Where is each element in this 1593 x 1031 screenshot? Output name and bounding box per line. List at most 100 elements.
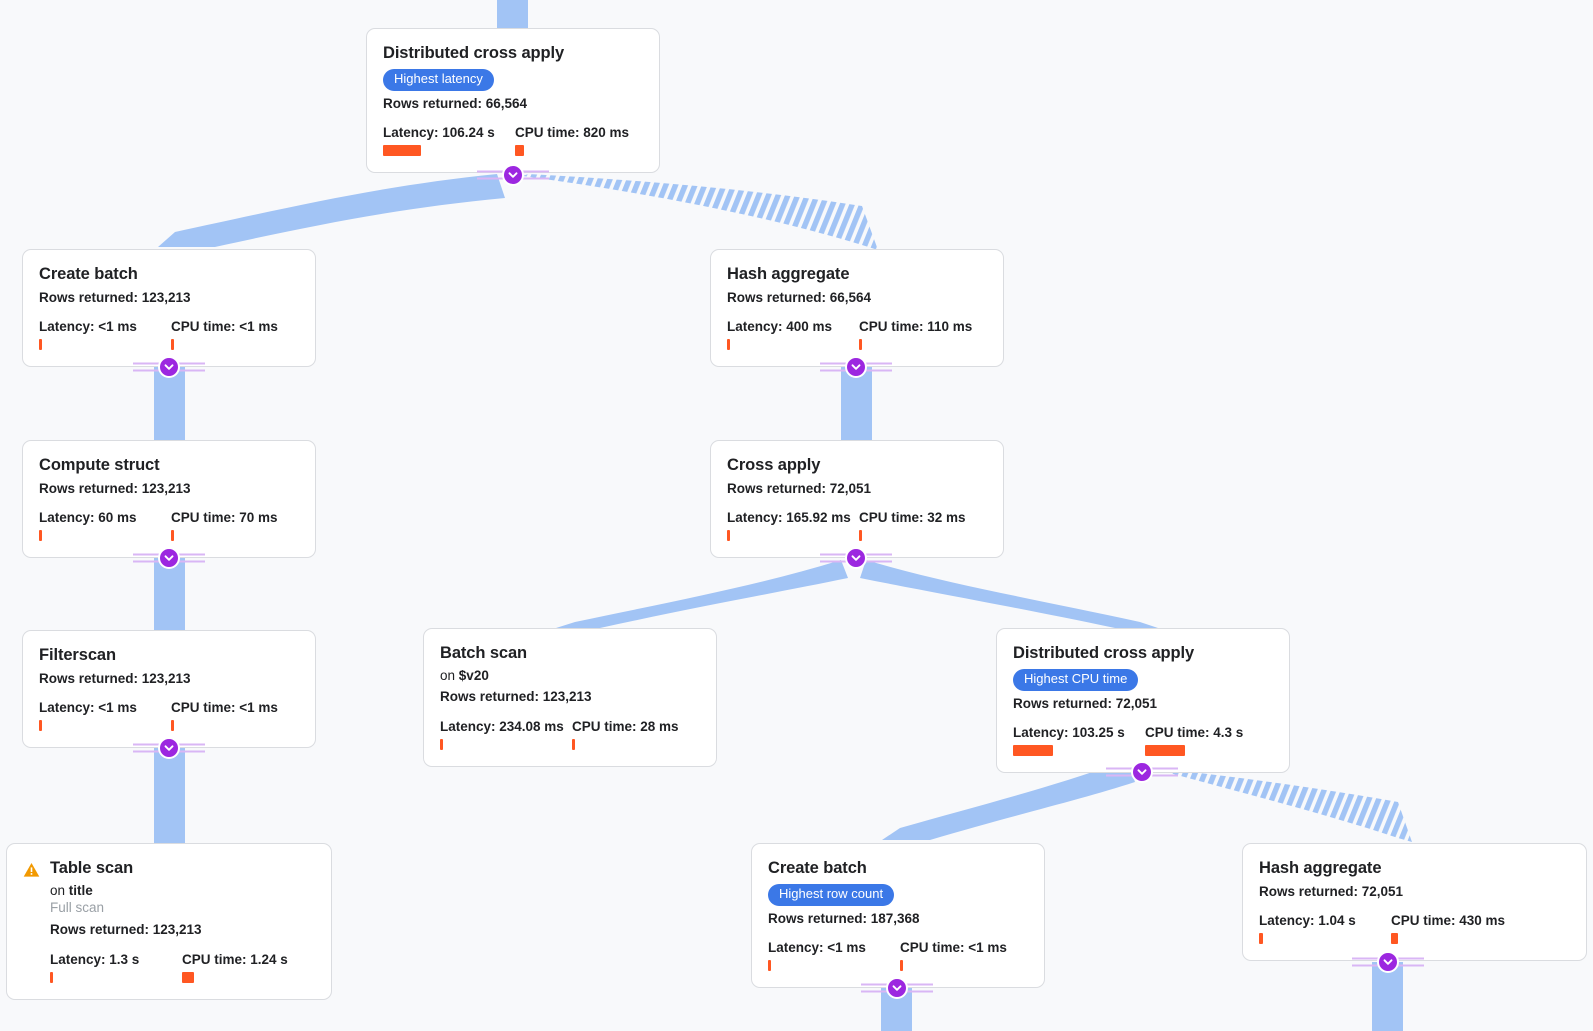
node-title: Compute struct (39, 456, 160, 474)
on-prefix: on (440, 667, 456, 683)
chevron-down-icon[interactable] (502, 164, 524, 186)
latency-bar (727, 530, 730, 542)
plan-node-hash-aggregate-top[interactable]: Hash aggregate Rows returned: 66,564 Lat… (710, 249, 1004, 368)
expand-connector-distributed-cross-apply-2[interactable] (1106, 761, 1178, 783)
plan-node-compute-struct[interactable]: Compute struct Rows returned: 123,213 La… (22, 440, 316, 559)
plan-node-hash-aggregate-bottom[interactable]: Hash aggregate Rows returned: 72,051 Lat… (1242, 843, 1587, 962)
cpu-label: CPU time: <1 ms (171, 319, 278, 335)
latency-bar (383, 145, 421, 157)
latency-label: Latency: <1 ms (39, 319, 137, 335)
edge-dca-to-create-batch (882, 760, 1135, 840)
latency-label: Latency: 165.92 ms (727, 510, 851, 526)
plan-node-distributed-cross-apply-2[interactable]: Distributed cross apply Highest CPU time… (996, 628, 1290, 774)
cpu-metric: CPU time: 4.3 s (1145, 725, 1244, 757)
expand-connector-root[interactable] (477, 164, 549, 186)
node-title: Distributed cross apply (1013, 644, 1195, 662)
chevron-down-icon[interactable] (845, 547, 867, 569)
plan-node-filterscan[interactable]: Filterscan Rows returned: 123,213 Latenc… (22, 630, 316, 749)
latency-metric: Latency: 400 ms (727, 319, 859, 351)
latency-bar (768, 960, 771, 972)
edge-root-to-create-batch (158, 174, 505, 247)
chevron-down-icon[interactable] (1377, 951, 1399, 973)
cpu-label: CPU time: <1 ms (171, 700, 278, 716)
cpu-label: CPU time: 4.3 s (1145, 725, 1244, 741)
node-title: Create batch (39, 265, 138, 283)
status-badge-highest-cpu-time: Highest CPU time (1013, 668, 1139, 691)
latency-bar (50, 972, 53, 984)
plan-node-cross-apply[interactable]: Cross apply Rows returned: 72,051 Latenc… (710, 440, 1004, 559)
edge-root-to-hash-aggregate (523, 174, 878, 250)
cpu-bar (182, 972, 194, 984)
rows-returned: Rows returned: 66,564 (727, 289, 872, 305)
cpu-bar (1391, 933, 1398, 945)
edge-cross-apply-to-batch-scan (556, 560, 848, 628)
plan-node-batch-scan[interactable]: Batch scan on $v20 Rows returned: 123,21… (423, 628, 717, 767)
rows-returned: Rows returned: 72,051 (1013, 695, 1158, 711)
latency-metric: Latency: 1.3 s (50, 951, 182, 984)
edge-hash-aggregate-bottom-out (1372, 962, 1403, 1031)
plan-node-table-scan[interactable]: Table scan on title Full scan Rows retur… (6, 843, 332, 1001)
latency-metric: Latency: 1.04 s (1259, 913, 1391, 945)
node-title: Hash aggregate (727, 265, 850, 283)
edge-cross-apply-to-distributed-cross-apply (860, 560, 1158, 628)
chevron-down-icon[interactable] (158, 737, 180, 759)
cpu-label: CPU time: <1 ms (900, 940, 1007, 956)
latency-bar (39, 530, 42, 542)
rows-returned: Rows returned: 123,213 (39, 480, 191, 496)
chevron-down-icon[interactable] (886, 977, 908, 999)
expand-connector-create-batch-right[interactable] (861, 977, 933, 999)
latency-metric: Latency: 165.92 ms (727, 510, 859, 542)
cpu-bar (515, 145, 524, 157)
latency-metric: Latency: 106.24 s (383, 125, 515, 157)
node-title: Cross apply (727, 456, 821, 474)
rows-returned: Rows returned: 123,213 (50, 922, 202, 938)
plan-node-create-batch-right[interactable]: Create batch Highest row count Rows retu… (751, 843, 1045, 989)
expand-connector-filterscan[interactable] (133, 737, 205, 759)
status-badge-highest-latency: Highest latency (383, 68, 494, 91)
cpu-metric: CPU time: 110 ms (859, 319, 972, 351)
rows-returned: Rows returned: 123,213 (39, 670, 191, 686)
cpu-metric: CPU time: 32 ms (859, 510, 966, 542)
status-badge-highest-row-count: Highest row count (768, 883, 895, 906)
latency-metric: Latency: <1 ms (768, 940, 900, 972)
cpu-metric: CPU time: 820 ms (515, 125, 630, 157)
on-target: $v20 (458, 667, 489, 683)
chevron-down-icon[interactable] (845, 356, 867, 378)
cpu-bar (171, 720, 174, 732)
chevron-down-icon[interactable] (1131, 761, 1153, 783)
expand-connector-cross-apply[interactable] (820, 547, 892, 569)
expand-connector-create-batch-left[interactable] (133, 356, 205, 378)
node-title: Filterscan (39, 646, 116, 664)
cpu-bar (1145, 745, 1185, 757)
latency-metric: Latency: 103.25 s (1013, 725, 1145, 757)
latency-bar (440, 738, 443, 750)
latency-bar (1013, 745, 1053, 757)
node-title: Batch scan (440, 644, 528, 662)
scan-note: Full scan (50, 900, 105, 916)
expand-connector-compute-struct[interactable] (133, 547, 205, 569)
plan-node-create-batch-left[interactable]: Create batch Rows returned: 123,213 Late… (22, 249, 316, 368)
latency-label: Latency: 1.3 s (50, 951, 140, 967)
cpu-bar (572, 738, 575, 750)
node-title: Table scan (50, 859, 134, 877)
chevron-down-icon[interactable] (158, 547, 180, 569)
plan-node-distributed-cross-apply-root[interactable]: Distributed cross apply Highest latency … (366, 28, 660, 174)
latency-label: Latency: <1 ms (39, 700, 137, 716)
latency-metric: Latency: 234.08 ms (440, 719, 572, 750)
expand-connector-hash-aggregate-top[interactable] (820, 356, 892, 378)
latency-label: Latency: <1 ms (768, 940, 866, 956)
latency-metric: Latency: 60 ms (39, 510, 171, 542)
cpu-bar (859, 530, 862, 542)
cpu-bar (859, 339, 862, 351)
chevron-down-icon[interactable] (158, 356, 180, 378)
warning-triangle-icon (23, 862, 40, 883)
node-title: Create batch (768, 859, 867, 877)
rows-returned: Rows returned: 72,051 (727, 480, 872, 496)
latency-metric: Latency: <1 ms (39, 319, 171, 351)
expand-connector-hash-aggregate-bottom[interactable] (1352, 951, 1424, 973)
cpu-bar (171, 530, 174, 542)
cpu-bar (171, 339, 174, 351)
cpu-label: CPU time: 820 ms (515, 125, 630, 141)
cpu-metric: CPU time: <1 ms (900, 940, 1007, 972)
